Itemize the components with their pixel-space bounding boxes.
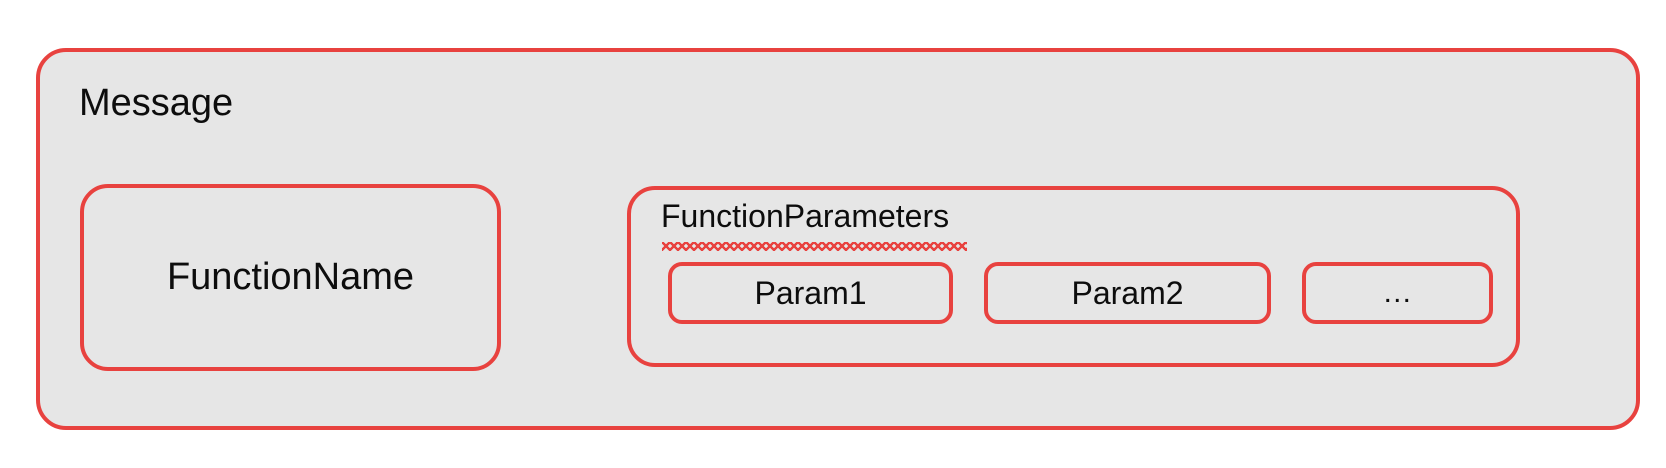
message-title: Message xyxy=(79,82,234,124)
function-parameters-title: FunctionParameters xyxy=(661,198,950,234)
message-container: Message FunctionName FunctionParameters … xyxy=(36,48,1640,430)
function-name-container: FunctionName xyxy=(80,184,501,371)
parameter-label-ellipsis: … xyxy=(1382,276,1413,309)
function-name-label: FunctionName xyxy=(166,256,415,298)
parameter-box-2: Param2 xyxy=(984,262,1271,324)
parameter-label-2: Param2 xyxy=(1071,274,1184,311)
function-parameters-container: FunctionParameters Param1 Param2 … xyxy=(627,186,1520,367)
parameter-box-ellipsis: … xyxy=(1302,262,1493,324)
parameter-box-1: Param1 xyxy=(668,262,953,324)
spellcheck-squiggle-underline xyxy=(662,242,967,251)
parameter-label-1: Param1 xyxy=(754,274,867,311)
